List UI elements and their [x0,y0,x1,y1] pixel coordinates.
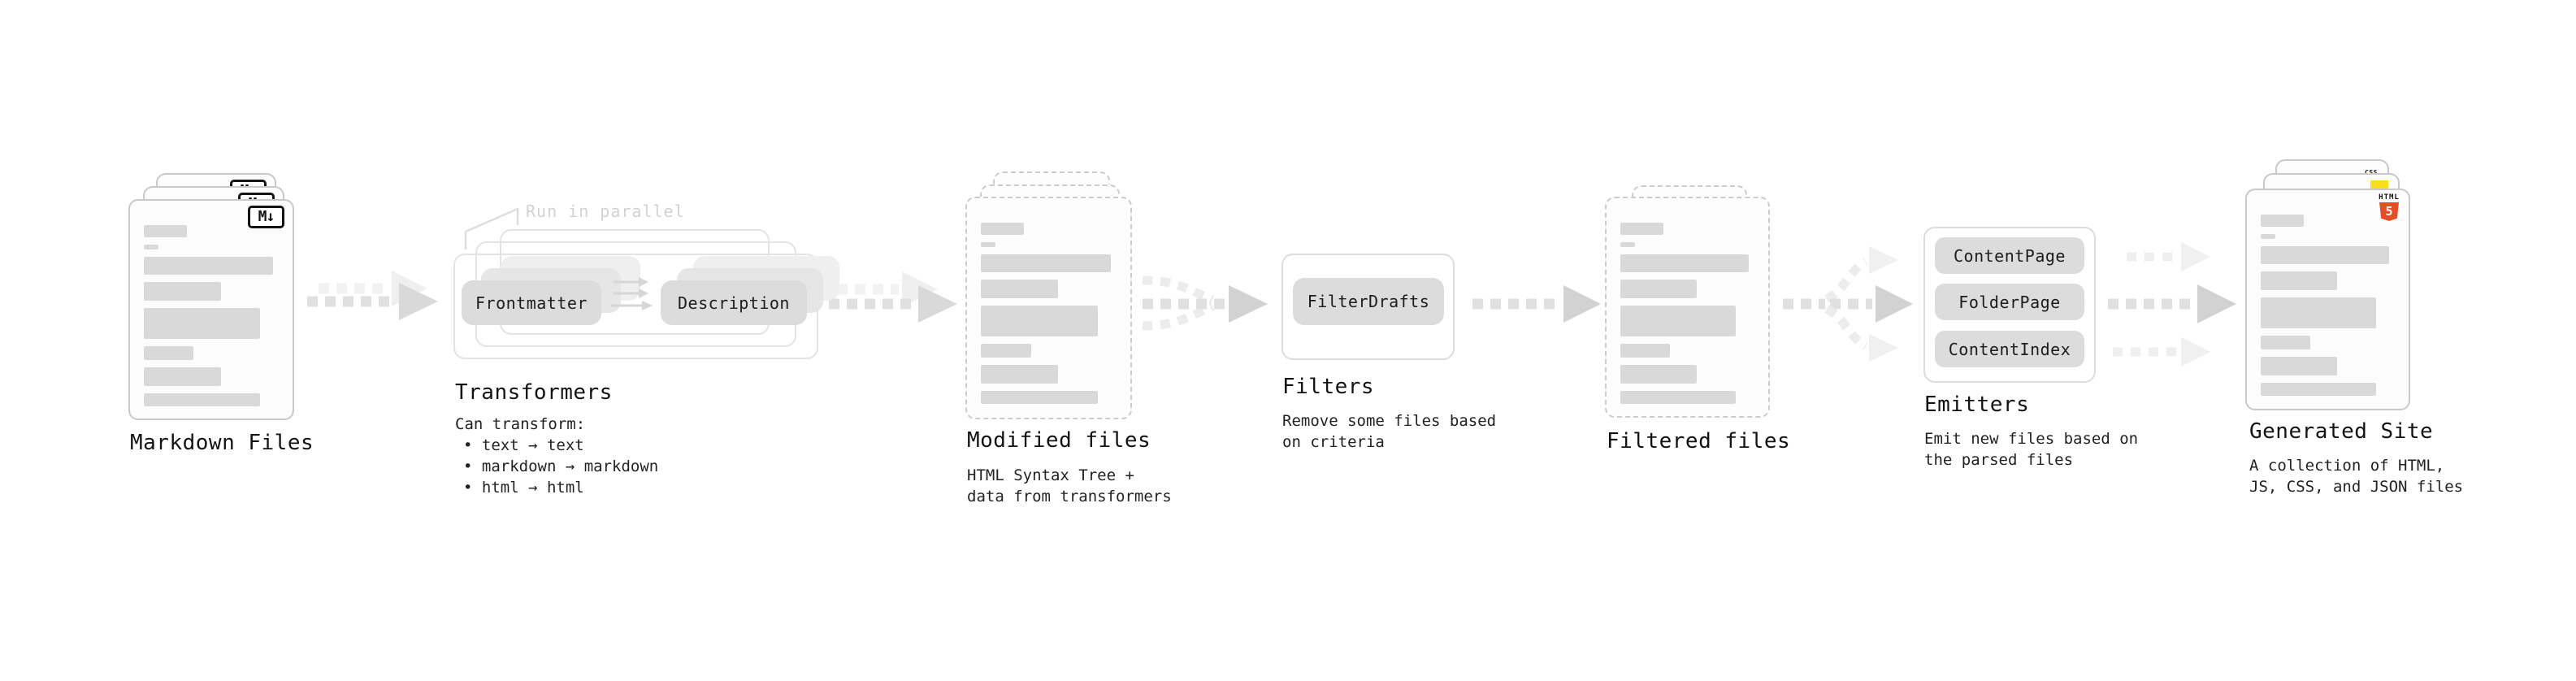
desc-line: the parsed files [1924,451,2074,469]
html5-shield: 5 [2379,202,2399,221]
stage-label-filtered-files: Filtered files [1607,429,1791,453]
transformers-description: Can transform: text → text markdown → ma… [455,414,658,498]
desc-bullet: html → html [455,477,658,498]
arrow-transformers-to-modified [829,271,957,323]
markdown-icon: M↓ [248,206,284,228]
generated-file-card-front: HTML 5 [2245,189,2410,410]
transformer-pill-frontmatter: Frontmatter [462,280,601,325]
arrow-filters-to-filtered [1472,285,1601,323]
filters-description: Remove some files based on criteria [1282,410,1496,453]
arrow-modified-to-filters [1142,275,1268,331]
run-in-parallel-note: Run in parallel [526,202,685,221]
arrow-markdown-to-transformers [307,271,438,320]
emitter-pill-contentindex: ContentIndex [1935,331,2084,367]
stage-label-filters: Filters [1282,375,1375,399]
generated-description: A collection of HTML, JS, CSS, and JSON … [2249,455,2463,497]
stage-label-markdown-files: Markdown Files [130,431,314,455]
desc-line: Remove some files based [1282,412,1497,430]
emitters-description: Emit new files based on the parsed files [1924,428,2138,471]
file-content-placeholder [144,225,279,414]
stage-label-transformers: Transformers [455,380,613,405]
stage-label-generated-site: Generated Site [2249,419,2434,444]
file-content-placeholder [2261,215,2395,403]
desc-line: Emit new files based on [1924,430,2139,448]
file-content-placeholder [981,223,1117,411]
desc-line: HTML Syntax Tree + [967,466,1134,484]
desc-bullet: markdown → markdown [455,456,658,477]
desc-line: Can transform: [455,415,586,433]
desc-line: A collection of HTML, [2249,457,2445,475]
arrow-emitters-to-generated [2108,242,2236,367]
stage-label-modified-files: Modified files [967,428,1151,453]
filtered-file-card-front [1605,197,1770,418]
transformer-pill-description: Description [661,280,807,325]
desc-line: on criteria [1282,433,1385,451]
modified-description: HTML Syntax Tree + data from transformer… [967,465,1172,507]
emitter-pill-contentpage: ContentPage [1935,237,2084,274]
desc-line: JS, CSS, and JSON files [2249,478,2464,496]
filter-pill-filterdrafts: FilterDrafts [1293,278,1444,325]
html5-icon: HTML 5 [2377,194,2401,221]
html5-label: HTML [2379,193,2400,202]
desc-line: data from transformers [967,488,1172,505]
arrow-filtered-to-emitters [1783,246,1913,362]
file-content-placeholder [1620,223,1754,411]
js-icon [2370,180,2388,190]
emitter-pill-folderpage: FolderPage [1935,284,2084,320]
stage-label-emitters: Emitters [1924,393,2030,417]
modified-file-card-front [965,197,1132,419]
markdown-file-card-front: M↓ [128,199,294,420]
css-label: CSS [2365,169,2378,176]
desc-bullet: text → text [455,435,658,456]
